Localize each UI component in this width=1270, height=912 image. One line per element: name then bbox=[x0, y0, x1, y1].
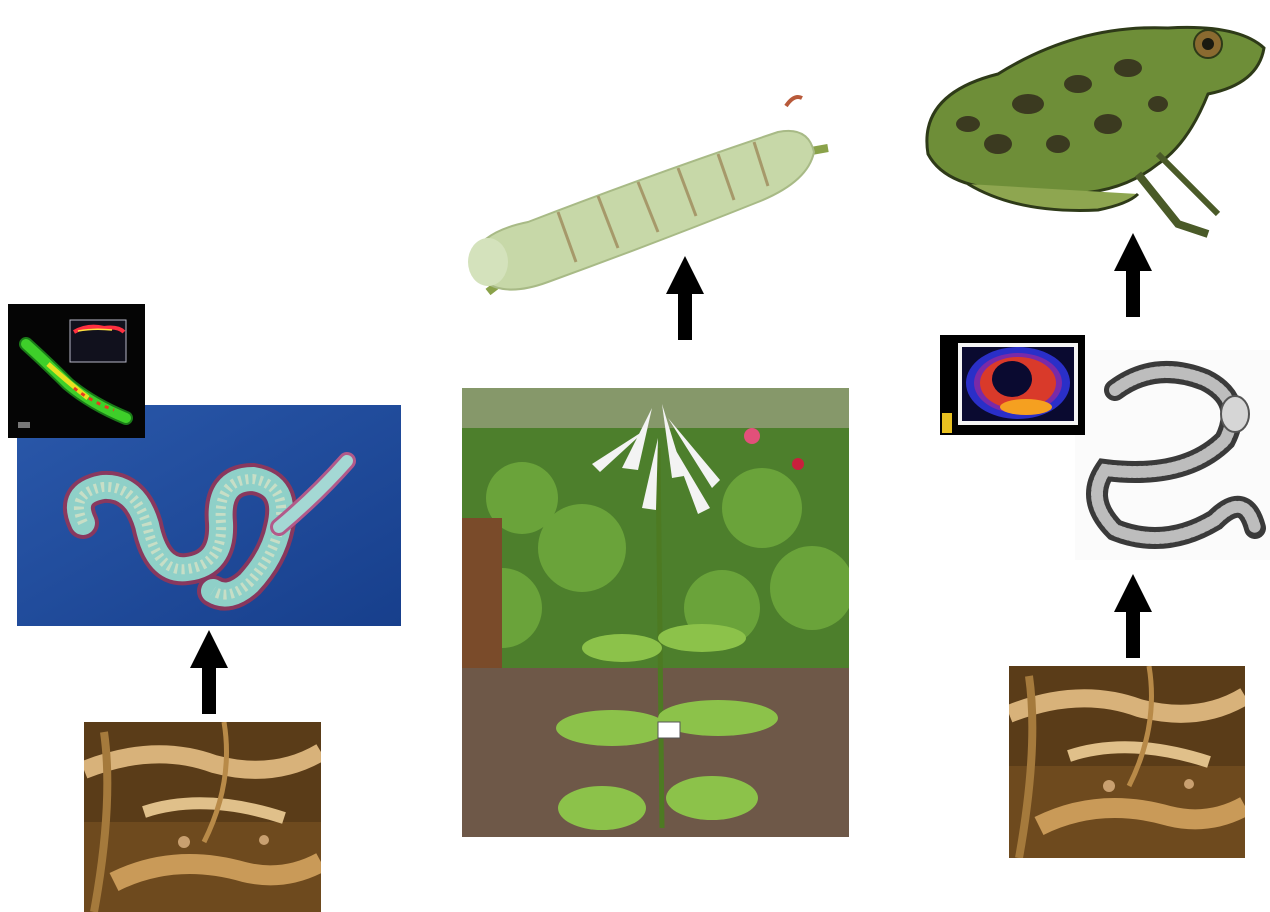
arrow-earthworm-to-frog bbox=[1114, 233, 1152, 317]
plant-roots-image-right bbox=[1009, 666, 1245, 858]
plant-roots-image-left bbox=[84, 722, 321, 912]
tobacco-plant-photo bbox=[462, 388, 849, 837]
heatmap-inset-image bbox=[940, 335, 1085, 435]
arrow-roots-to-nematode bbox=[190, 630, 228, 714]
arrow-plant-to-caterpillar bbox=[666, 256, 704, 340]
nematode-micrograph bbox=[17, 405, 401, 626]
leopard-frog-image bbox=[908, 4, 1270, 240]
nematode-fluorescence-image bbox=[8, 304, 145, 438]
hornworm-caterpillar-image bbox=[458, 92, 842, 307]
earthworm-illustration bbox=[1075, 350, 1270, 560]
arrow-roots-to-earthworm bbox=[1114, 574, 1152, 658]
